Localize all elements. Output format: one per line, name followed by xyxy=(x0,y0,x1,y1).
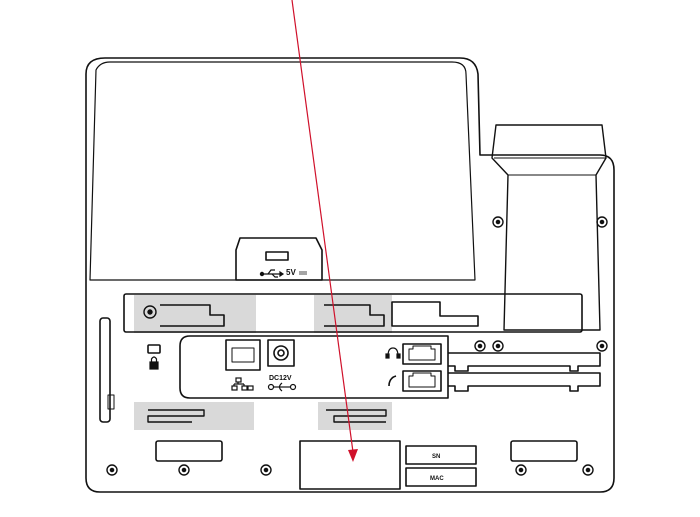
usb-rating-label: 5V xyxy=(286,268,296,277)
foot-pad-right xyxy=(510,440,578,462)
dc-polarity-icon xyxy=(267,382,297,392)
port-panel xyxy=(179,335,449,399)
headset-port xyxy=(402,343,442,365)
ethernet-icon xyxy=(231,377,254,391)
screw-icon xyxy=(260,464,272,476)
screw-icon xyxy=(178,464,190,476)
keyhole-slot-3 xyxy=(391,301,479,327)
screw-icon xyxy=(596,340,608,352)
phone-body-outline xyxy=(85,57,615,493)
handset-icon xyxy=(388,375,397,387)
upper-bracket-band xyxy=(123,293,583,333)
rail-upper xyxy=(448,352,601,372)
rail-lower xyxy=(448,372,601,392)
ethernet-port xyxy=(225,339,261,371)
handset-cradle xyxy=(491,124,607,331)
screw-icon xyxy=(143,305,157,319)
usb-port-housing xyxy=(235,237,323,281)
screw-icon xyxy=(492,216,504,228)
pointer-arrow xyxy=(291,0,358,462)
usb-slot xyxy=(265,251,289,261)
highlight-top-middle xyxy=(314,295,392,333)
keyhole-slot-1 xyxy=(160,304,225,327)
usb-rating-bar xyxy=(299,271,307,275)
screw-icon xyxy=(596,216,608,228)
headset-icon xyxy=(385,347,401,359)
lock-icon xyxy=(149,356,159,370)
dc-rating-label: DC12V xyxy=(269,375,292,382)
keyhole-slot-5 xyxy=(326,409,387,423)
handset-port xyxy=(402,370,442,392)
usb-icon xyxy=(259,269,285,278)
screw-icon xyxy=(106,464,118,476)
foot-pad-left xyxy=(155,440,223,462)
stand-panel xyxy=(89,61,476,281)
highlight-top-left xyxy=(134,295,256,333)
keyhole-slot-2 xyxy=(324,304,385,327)
mac-label: MAC xyxy=(430,476,444,482)
screw-icon xyxy=(582,464,594,476)
wall-mount-highlights xyxy=(134,295,392,430)
label-area xyxy=(299,440,401,490)
lock-slot xyxy=(147,344,161,354)
keyhole-slot-4 xyxy=(147,409,205,423)
screw-icon xyxy=(515,464,527,476)
sn-label-box xyxy=(405,445,477,465)
mac-label-box xyxy=(405,467,477,487)
screw-icon xyxy=(474,340,486,352)
screws xyxy=(106,216,608,476)
screw-icon xyxy=(492,340,504,352)
dc-jack xyxy=(267,339,295,367)
side-slot xyxy=(99,317,111,423)
sn-label: SN xyxy=(432,454,440,460)
